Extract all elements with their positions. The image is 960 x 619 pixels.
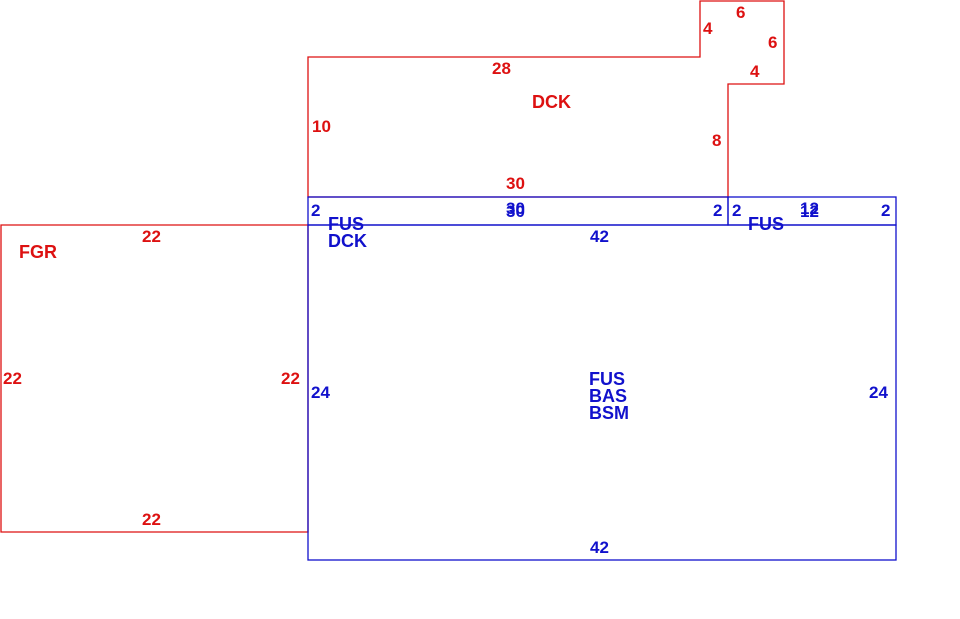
- strip-left-label-1: FUS: [328, 214, 364, 234]
- dim-garage-top: 22: [142, 227, 161, 246]
- dim-garage-left: 22: [3, 369, 22, 388]
- garage-area-label: FGR: [19, 242, 57, 262]
- dim-main-bottom: 42: [590, 538, 609, 557]
- dim-strip-top-a: 30: [506, 199, 525, 218]
- red-outlines: [0, 0, 785, 533]
- dim-notch-bottom: 4: [750, 62, 760, 81]
- dim-strip-top-b: 30: [506, 202, 525, 221]
- dim-main-top: 42: [590, 227, 609, 246]
- dim-garage-bottom: 22: [142, 510, 161, 529]
- main-label-2: BAS: [589, 386, 627, 406]
- deck-area-label: DCK: [532, 92, 571, 112]
- dim-strip-right-top-a: 12: [800, 199, 819, 218]
- main-label-3: BSM: [589, 403, 629, 423]
- blue-outlines: [307, 196, 897, 561]
- deck-outline: [307, 0, 785, 198]
- dim-garage-right: 22: [281, 369, 300, 388]
- garage-outline: [0, 224, 309, 533]
- dim-notch-top: 6: [736, 3, 745, 22]
- strip-left-label-2: DCK: [328, 231, 367, 251]
- dim-strip-mid-right: 2: [713, 201, 722, 220]
- dim-strip-right-left: 2: [732, 201, 741, 220]
- dim-deck-bottom: 30: [506, 174, 525, 193]
- dim-deck-right: 8: [712, 131, 721, 150]
- dim-deck-left: 10: [312, 117, 331, 136]
- strip-right-label: FUS: [748, 214, 784, 234]
- main-house-outline: [307, 224, 897, 561]
- dim-notch-left: 4: [703, 19, 713, 38]
- dim-main-right: 24: [869, 383, 888, 402]
- dim-main-left: 24: [311, 383, 330, 402]
- dim-notch-right: 6: [768, 33, 777, 52]
- dim-strip-left-edge: 2: [311, 201, 320, 220]
- dim-strip-right-top-b: 12: [800, 202, 819, 221]
- dim-strip-right-edge: 2: [881, 201, 890, 220]
- dim-deck-top: 28: [492, 59, 511, 78]
- main-label-1: FUS: [589, 369, 625, 389]
